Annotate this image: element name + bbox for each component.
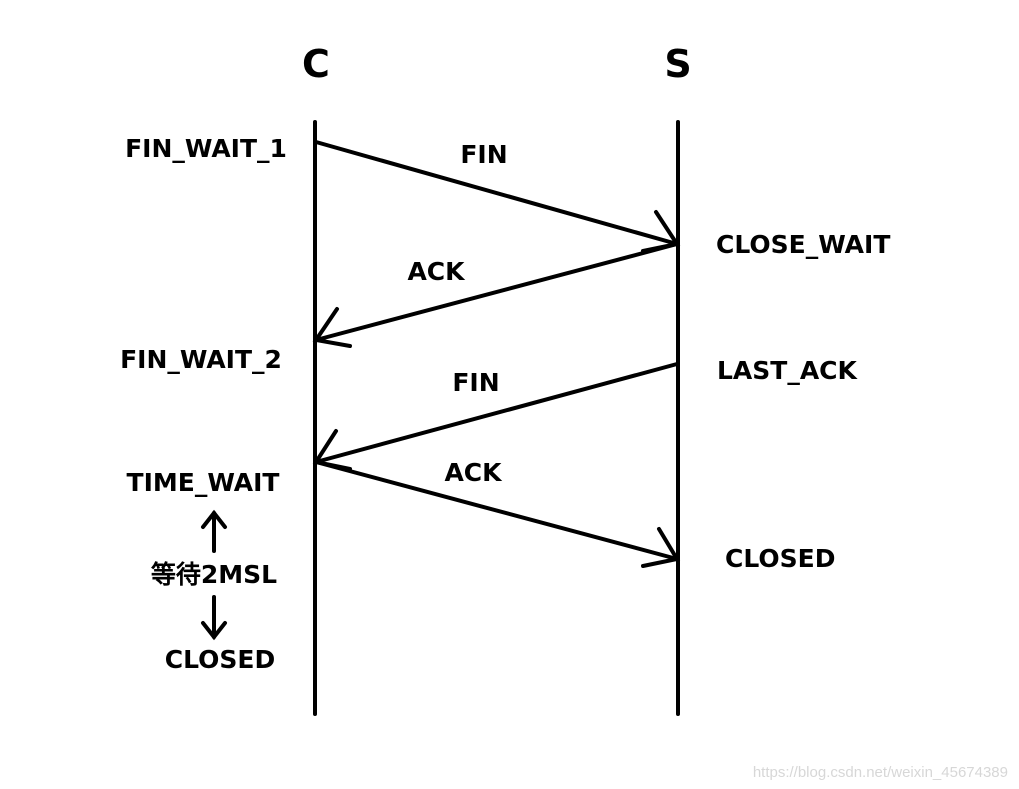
message-fin-1-label: FIN xyxy=(460,140,507,169)
message-fin-2-label: FIN xyxy=(452,368,499,397)
client-state-closed: CLOSED xyxy=(165,645,275,674)
client-wait-2msl-label: 等待2MSL xyxy=(151,560,277,589)
server-state-last-ack: LAST_ACK xyxy=(717,356,859,385)
message-ack-2-label: ACK xyxy=(444,458,503,487)
client-state-time-wait: TIME_WAIT xyxy=(127,468,280,497)
message-ack-client-to-server xyxy=(314,460,681,568)
server-state-close-wait: CLOSE_WAIT xyxy=(716,230,890,259)
client-state-fin-wait-1: FIN_WAIT_1 xyxy=(125,134,287,163)
watermark-text: https://blog.csdn.net/weixin_45674389 xyxy=(753,764,1008,781)
client-state-fin-wait-2: FIN_WAIT_2 xyxy=(120,345,282,374)
message-ack-1-label: ACK xyxy=(407,257,466,286)
message-ack-server-to-client xyxy=(312,242,679,348)
server-state-closed: CLOSED xyxy=(725,544,835,573)
client-host-label: C xyxy=(302,42,330,86)
wait-2msl-arrow-icon xyxy=(201,509,227,641)
server-host-label: S xyxy=(664,42,691,86)
